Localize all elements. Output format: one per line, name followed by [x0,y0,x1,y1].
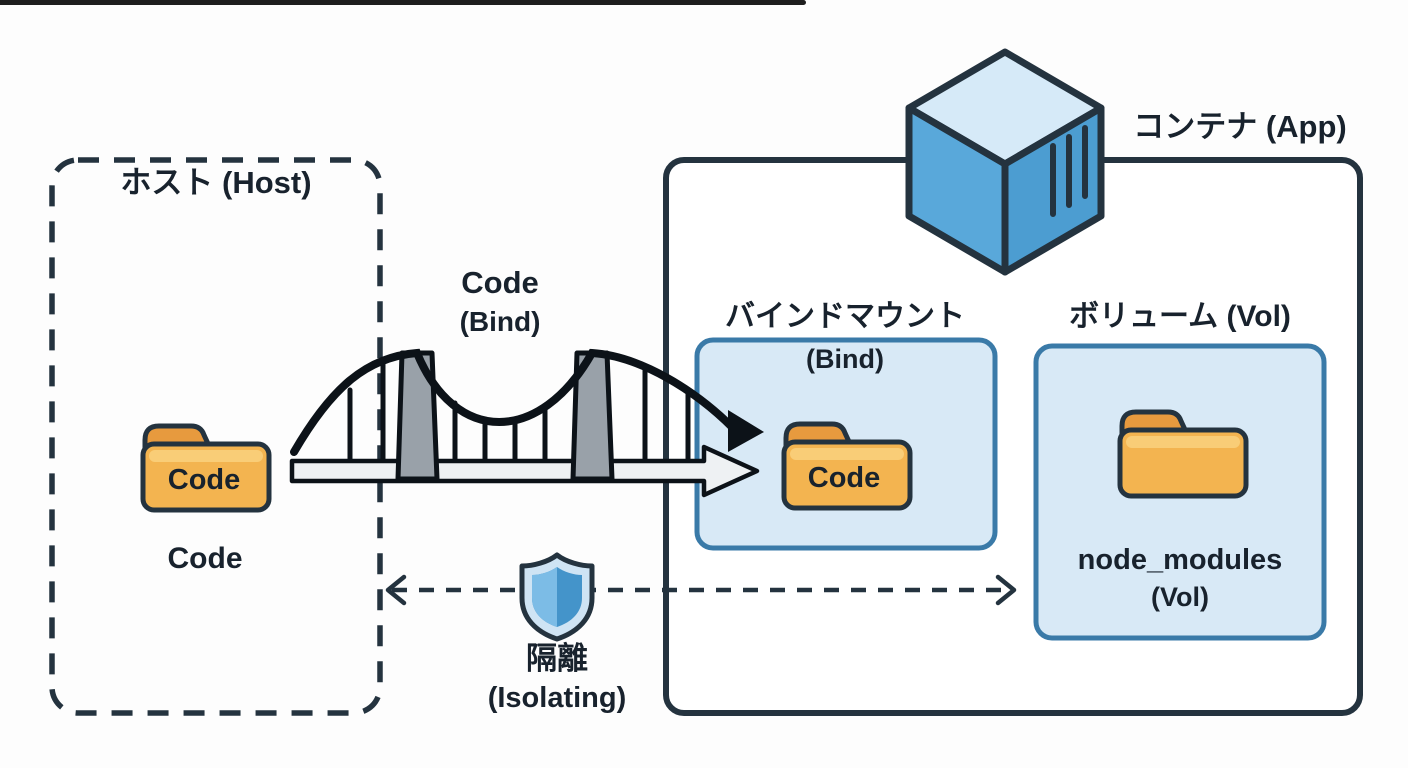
bridge-subtitle: (Bind) [459,306,541,337]
suspension-bridge-icon [289,348,764,498]
container-cube-icon [905,48,1105,276]
isolation-title: 隔離 [526,641,588,676]
volume-folder-label: node_modules [1077,544,1283,576]
top-edge-line [0,0,806,5]
volume-folder-sublabel: (Vol) [1151,582,1209,612]
volume-title: ボリューム (Vol) [1069,300,1291,333]
arrow-right-icon [289,444,760,498]
host-folder-caption: Code [167,542,243,575]
shield-icon [519,552,595,642]
isolation-subtitle: (Isolating) [487,682,627,714]
dashed-double-arrow-icon [385,574,1017,606]
bind-arrow-curved [290,348,737,456]
bridge-title: Code [461,265,539,300]
bind-folder-label: Code [807,462,881,494]
container-label: コンテナ (App) [1133,109,1347,144]
host-label: ホスト (Host) [120,165,312,200]
bind-mount-title: バインドマウント [725,300,965,333]
host-box [49,157,383,716]
bind-mount-subtitle: (Bind) [806,344,884,374]
host-folder-label: Code [167,464,241,496]
